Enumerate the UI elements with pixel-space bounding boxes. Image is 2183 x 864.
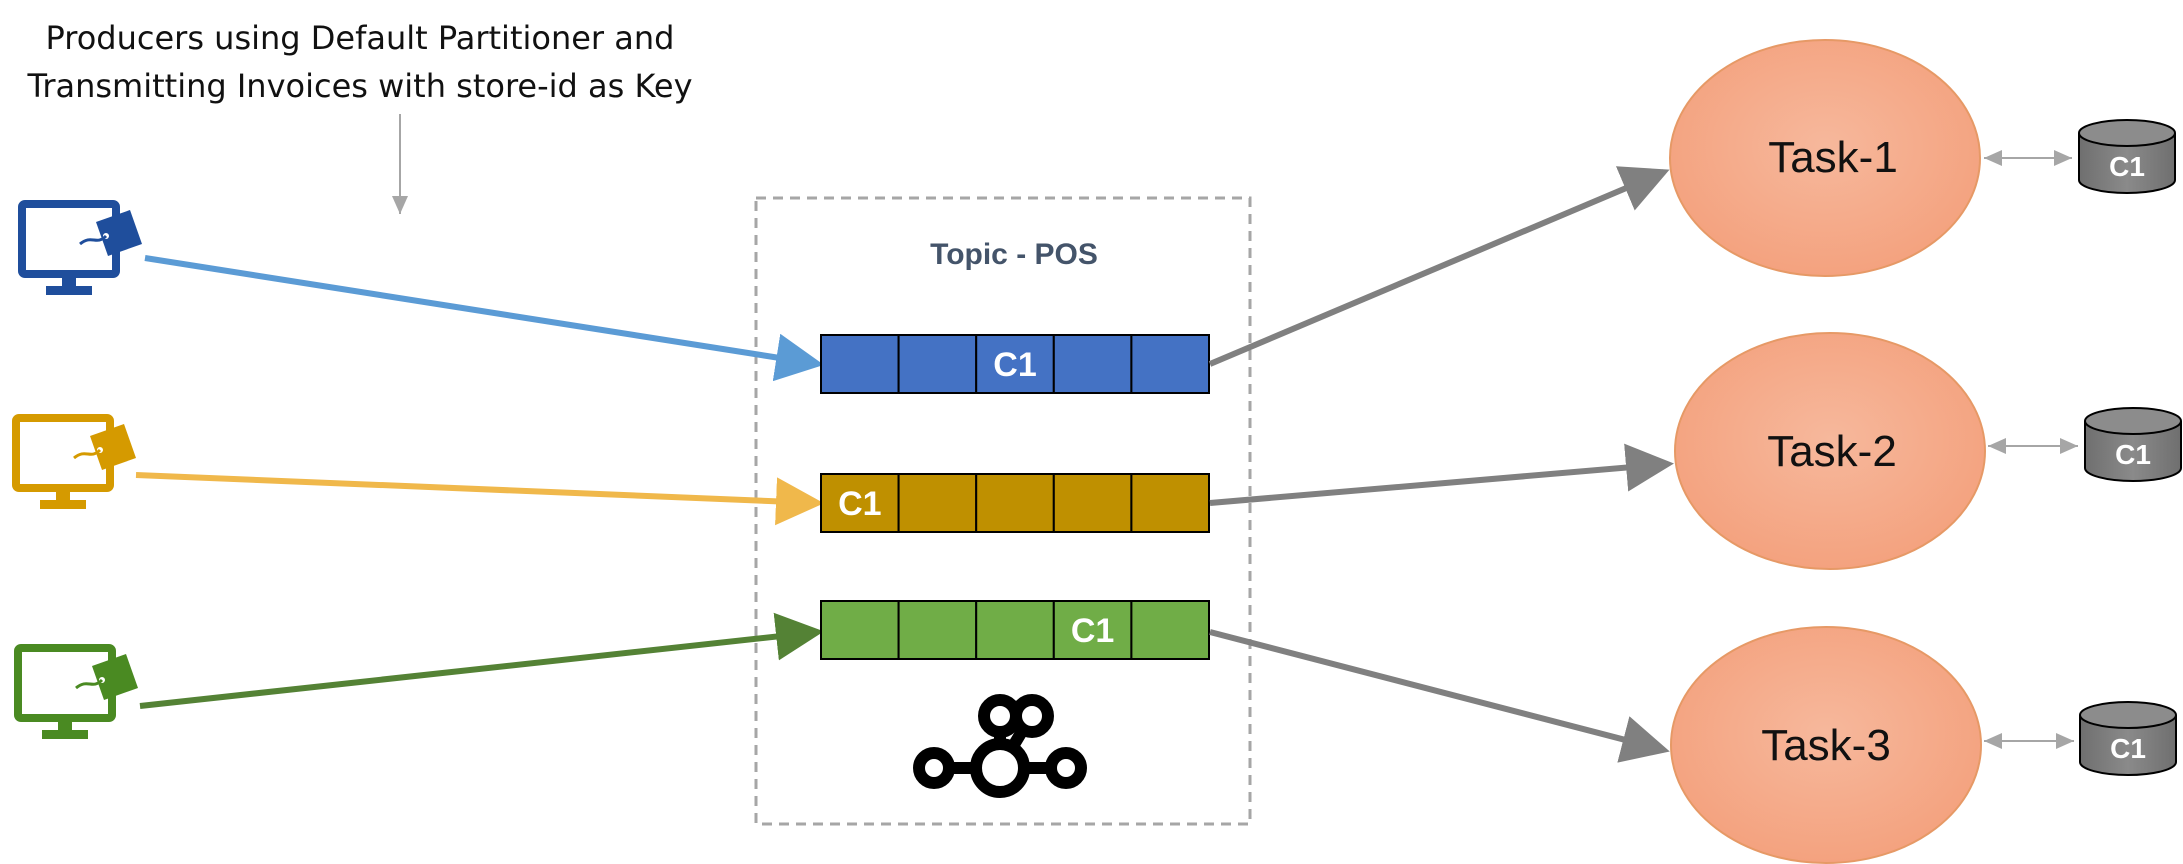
partition-row-3: C1 — [820, 600, 1211, 660]
task-1-label: Task-1 — [1768, 133, 1898, 182]
partition-record-label: C1 — [1071, 612, 1114, 650]
task-3-ellipse — [1670, 626, 1982, 864]
partition-cell — [975, 473, 1055, 533]
caption-line-2: Transmitting Invoices with store-id as K… — [27, 67, 693, 105]
monitor-tag-icon — [12, 414, 136, 509]
partition-cell — [897, 600, 978, 660]
caption: Producers using Default Partitioner and … — [0, 14, 720, 110]
partition-cell — [1130, 473, 1211, 533]
task-3: Task-3 — [1670, 626, 1982, 864]
partition-cell — [820, 600, 900, 660]
state-store-2: C1 — [2084, 407, 2182, 482]
topic-box — [754, 196, 1252, 826]
task-2: Task-2 — [1674, 332, 1986, 570]
topic-title: Topic - POS — [930, 238, 1098, 271]
caption-line-1: Producers using Default Partitioner and — [45, 19, 675, 57]
partition-cell — [1052, 600, 1133, 660]
partition-cell — [820, 334, 900, 394]
producer-1-arrow — [144, 255, 824, 382]
partition-cell — [975, 334, 1055, 394]
producer-3 — [14, 644, 138, 739]
partition-cell — [1130, 334, 1211, 394]
state-store-1: C1 — [2078, 119, 2176, 194]
task-1: Task-1 — [1669, 39, 1981, 277]
producer-2-arrow — [135, 472, 824, 526]
task-1-ellipse — [1669, 39, 1981, 277]
partition-record-label: C1 — [838, 485, 881, 523]
task-2-ellipse — [1674, 332, 1986, 570]
task-3-label: Task-3 — [1761, 721, 1891, 770]
partition-cell — [1130, 600, 1211, 660]
partition-cell — [820, 473, 900, 533]
producer-1 — [18, 200, 142, 295]
state-store-2-label: C1 — [2115, 439, 2151, 470]
partition-3-to-task-3-arrow — [1209, 629, 1670, 763]
producer-3-arrow — [139, 612, 824, 709]
database-icon — [2079, 701, 2177, 776]
partition-cell — [897, 473, 978, 533]
database-icon — [2078, 119, 2176, 194]
partition-cell — [1052, 473, 1133, 533]
partition-row-2: C1 — [820, 473, 1211, 533]
task-2-label: Task-2 — [1767, 427, 1897, 476]
partition-1-to-task-1-arrow — [1208, 166, 1670, 367]
monitor-tag-icon — [14, 644, 138, 739]
kafka-logo-icon — [913, 694, 1087, 798]
state-store-1-label: C1 — [2109, 151, 2145, 182]
partition-cell — [1052, 334, 1133, 394]
state-store-3-label: C1 — [2110, 733, 2146, 764]
partition-cell — [975, 600, 1055, 660]
partition-record-label: C1 — [993, 346, 1036, 384]
producer-2 — [12, 414, 136, 509]
state-store-3: C1 — [2079, 701, 2177, 776]
partition-cell — [897, 334, 978, 394]
partition-row-1: C1 — [820, 334, 1211, 394]
partition-2-to-task-2-arrow — [1209, 443, 1674, 506]
database-icon — [2084, 407, 2182, 482]
monitor-tag-icon — [18, 200, 142, 295]
